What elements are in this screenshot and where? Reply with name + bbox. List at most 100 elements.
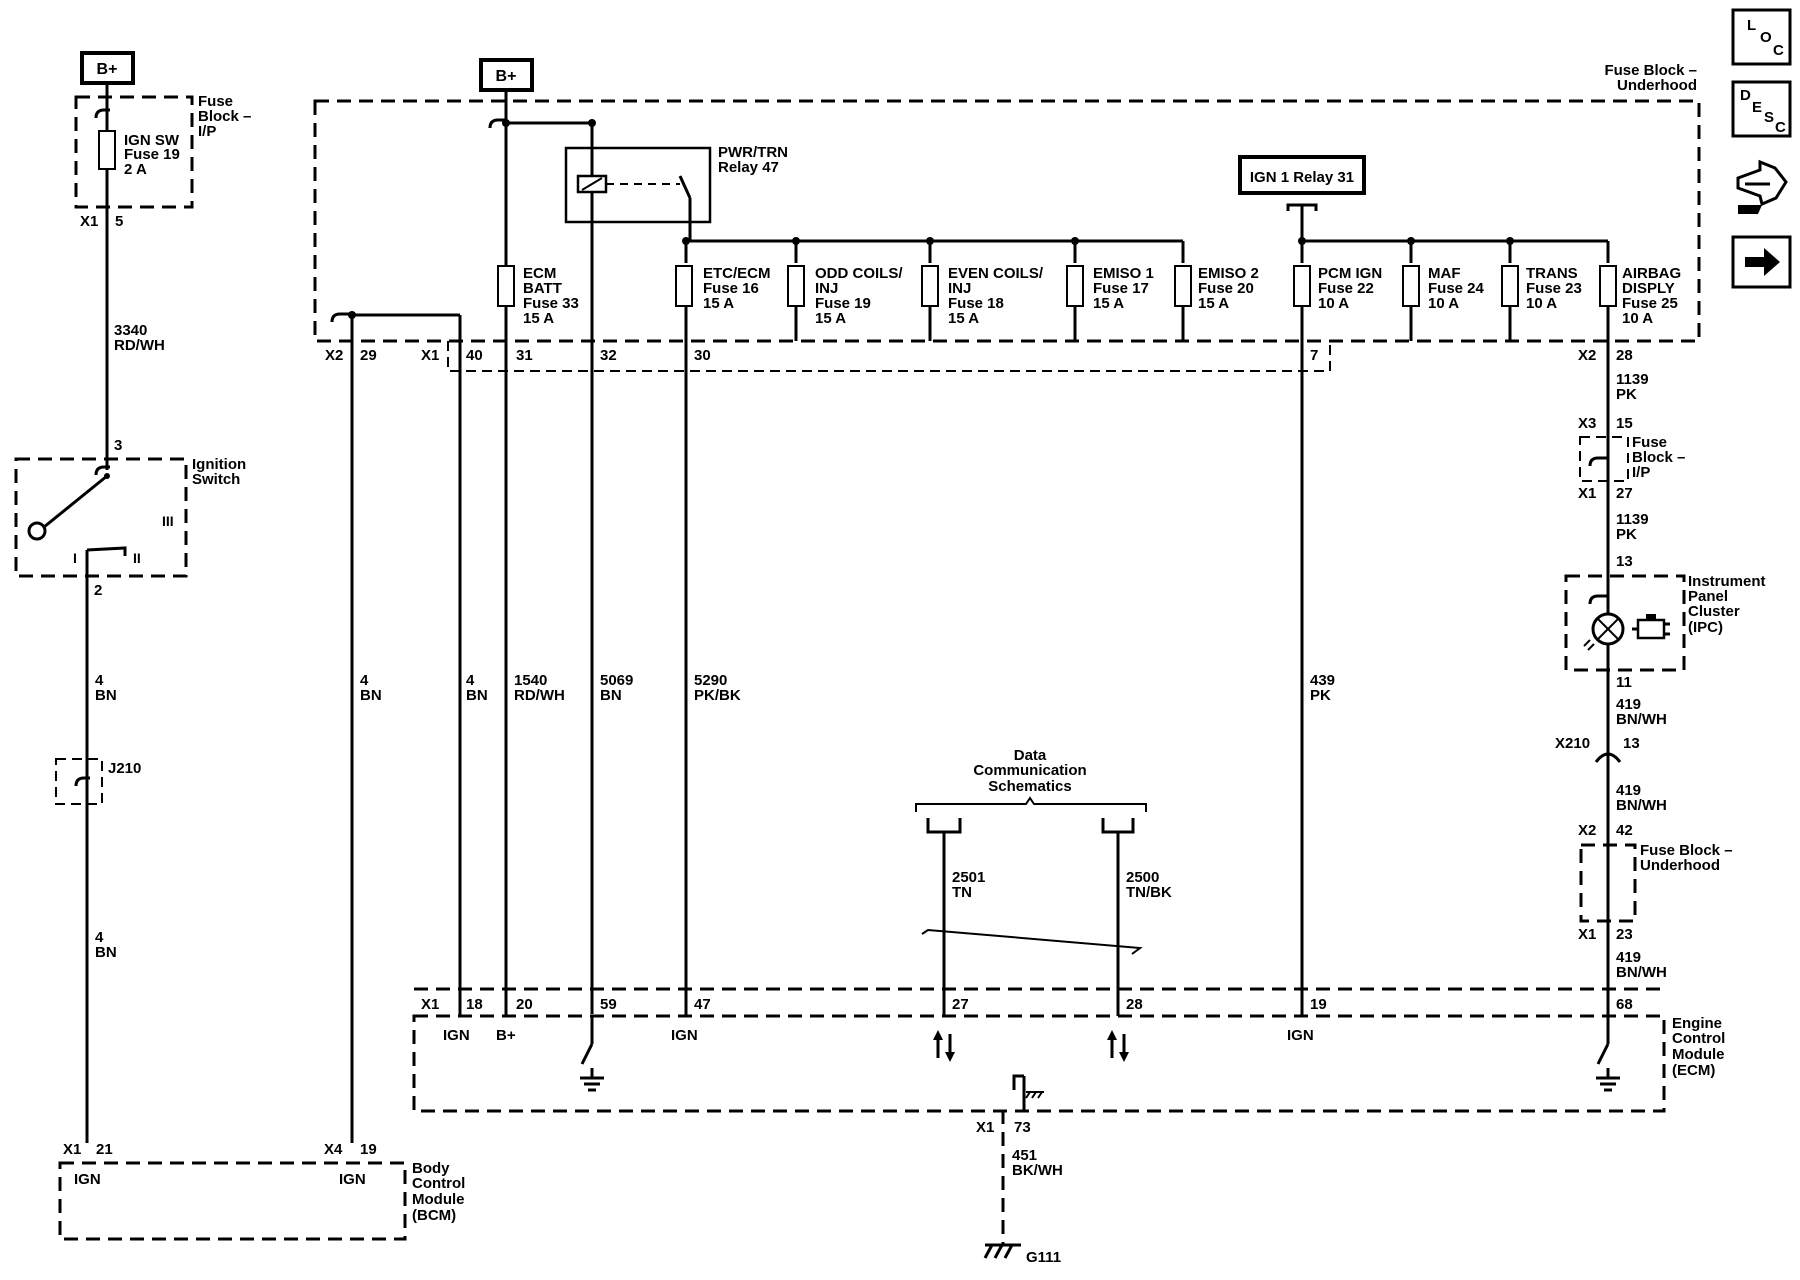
pin-ufb-40: 40 [466,347,483,364]
svg-text:Fuse 24: Fuse 24 [1428,280,1485,297]
ign1-relay-box [1238,155,1366,195]
svg-text:Fuse 19: Fuse 19 [124,146,180,163]
desc-letter-s: S [1764,109,1774,126]
pin-ufb-28: 28 [1616,347,1633,364]
conn-x2-ufb: X2 [325,347,343,364]
svg-text:Fuse 19: Fuse 19 [815,295,871,312]
svg-text:10 A: 10 A [1526,295,1557,312]
svg-text:451: 451 [1012,1147,1037,1164]
pwr-trn-relay-label: PWR/TRN Relay 47 [718,144,788,176]
ign1-relay-label: IGN 1 Relay 31 [1250,169,1354,186]
svg-text:15 A: 15 A [703,295,734,312]
svg-text:ETC/ECM: ETC/ECM [703,265,771,282]
conn-x1-bcm: X1 [63,1141,81,1158]
svg-text:Fuse 17: Fuse 17 [1093,280,1149,297]
svg-text:RD/WH: RD/WH [114,337,165,354]
fuse-emiso-2 [1174,265,1192,307]
fuse-even-coils-label: EVEN COILS/ INJ Fuse 18 15 A [948,265,1044,327]
svg-text:INJ: INJ [815,280,838,297]
ignition-switch-name: Ignition Switch [192,456,246,488]
svg-text:2500: 2500 [1126,869,1159,886]
svg-text:1139: 1139 [1616,371,1649,388]
pin-ign-2: 2 [94,582,102,599]
svg-text:PK: PK [1616,526,1637,543]
ground-g111-label: G111 [1026,1249,1061,1266]
svg-text:1540: 1540 [514,672,547,689]
svg-text:AIRBAG: AIRBAG [1622,265,1681,282]
wire-1139a-label: 1139 PK [1616,371,1649,403]
svg-text:Fuse 33: Fuse 33 [523,295,579,312]
svg-text:Fuse: Fuse [198,93,233,110]
fuse-airbag-disply [1599,265,1617,307]
svg-text:Cluster: Cluster [1688,603,1740,620]
svg-text:PCM IGN: PCM IGN [1318,265,1382,282]
svg-text:10 A: 10 A [1622,310,1653,327]
conn-x1-ipfb: X1 [80,213,98,230]
pin-ecm-73: 73 [1014,1119,1031,1136]
svg-text:Fuse Block –: Fuse Block – [1640,842,1733,859]
pin-bcm-19: 19 [360,1141,377,1158]
ecm-name: Engine Control Module (ECM) [1672,1015,1725,1079]
conn-x4-bcm: X4 [324,1141,343,1158]
svg-text:1139: 1139 [1616,511,1649,528]
wire-4-bn-mid2-label: 4 BN [466,672,488,704]
pin-bcm-21: 21 [96,1141,113,1158]
wire-1540-label: 1540 RD/WH [514,672,565,704]
fuse-trans [1501,265,1519,307]
pin-ecm-47: 47 [694,996,711,1013]
fuse-odd-coils [787,265,805,307]
svg-text:EMISO 2: EMISO 2 [1198,265,1259,282]
b-plus-supply-right: B+ [479,58,534,92]
pwr-trn-relay-box [564,146,712,224]
svg-text:BN/WH: BN/WH [1616,797,1667,814]
splice-j210 [55,758,103,805]
fuse-etc-ecm-label: ETC/ECM Fuse 16 15 A [703,265,771,312]
pin-ipc-11: 11 [1616,674,1632,691]
svg-text:TN: TN [952,884,972,901]
ecm-pin-label-ign-18: IGN [443,1027,470,1044]
pin-ecm-18: 18 [466,996,483,1013]
pin-ufb-31: 31 [516,347,533,364]
next-page-button[interactable] [1731,235,1792,289]
ign-sw-fuse [98,130,116,170]
svg-text:419: 419 [1616,782,1641,799]
ignition-positions: III I II [73,513,174,566]
svg-text:15 A: 15 A [1198,295,1229,312]
conn-x1-ufb-23: X1 [1578,926,1596,943]
connector-view-icon[interactable] [1736,159,1788,214]
bcm-pin-label-ign-19: IGN [339,1171,366,1188]
svg-text:DISPLY: DISPLY [1622,280,1675,297]
svg-text:BATT: BATT [523,280,562,297]
ipc-name: Instrument Panel Cluster (IPC) [1688,573,1766,636]
svg-text:Data: Data [1014,747,1047,764]
svg-text:RD/WH: RD/WH [514,687,565,704]
svg-text:4: 4 [95,672,104,689]
wire-451-label: 451 BK/WH [1012,1147,1063,1179]
svg-text:ECM: ECM [523,265,556,282]
svg-text:Switch: Switch [192,471,240,488]
wire-419b-label: 419 BN/WH [1616,782,1667,814]
conn-x2-ufb-28: X2 [1578,347,1596,364]
svg-text:Panel: Panel [1688,588,1728,605]
fuse-maf [1402,265,1420,307]
desc-button[interactable]: D E S C [1731,80,1792,138]
svg-text:BN/WH: BN/WH [1616,711,1667,728]
data-comm-label: Data Communication Schematics [973,747,1086,795]
pin-ecm-68: 68 [1616,996,1633,1013]
fuse-block-underhood-right-box [1579,843,1637,923]
svg-text:Communication: Communication [973,762,1086,779]
pin-ipfb-15: 15 [1616,415,1633,432]
chassis-ground-icon-ecm [1025,1091,1044,1099]
fuse-odd-coils-label: ODD COILS/ INJ Fuse 19 15 A [815,265,903,327]
svg-text:BN/WH: BN/WH [1616,964,1667,981]
svg-text:419: 419 [1616,949,1641,966]
svg-text:5069: 5069 [600,672,633,689]
loc-button[interactable]: L O C [1731,8,1792,66]
conn-x1-ecm-73: X1 [976,1119,994,1136]
svg-text:Underhood: Underhood [1640,857,1720,874]
fuse-block-ip-box [74,95,194,209]
svg-text:Fuse 25: Fuse 25 [1622,295,1678,312]
ign-sw-fuse-label: IGN SW Fuse 19 2 A [124,132,180,178]
svg-text:INJ: INJ [948,280,971,297]
fuse-block-ip-right-name: Fuse Block – I/P [1632,434,1685,481]
